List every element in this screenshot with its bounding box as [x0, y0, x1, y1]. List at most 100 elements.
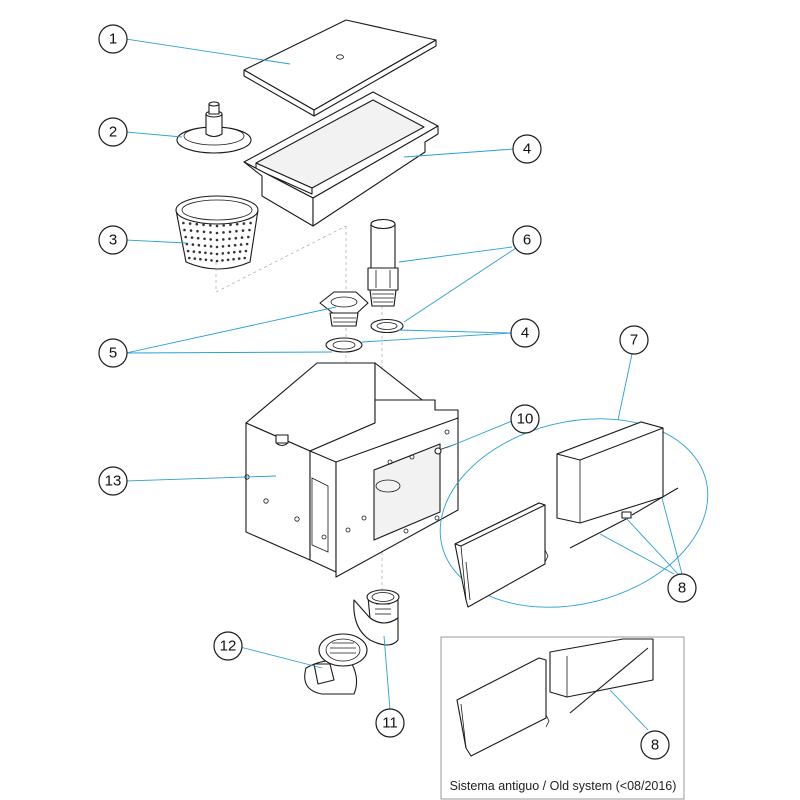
mesh-hole [196, 229, 199, 233]
mesh-hole [215, 224, 219, 228]
mesh-hole [235, 229, 238, 233]
mesh-hole [196, 236, 200, 240]
mesh-hole [188, 256, 191, 260]
mesh-hole [199, 257, 202, 261]
mesh-hole [215, 231, 219, 235]
inset-caption: Sistema antiguo / Old system (<08/2016) [450, 779, 677, 793]
mesh-hole [228, 230, 232, 234]
part-11-fitting [353, 589, 400, 646]
mesh-hole [184, 235, 187, 239]
mesh-hole [248, 228, 251, 232]
callout-6: 6 [512, 225, 542, 255]
inset-old-system [440, 636, 685, 800]
mesh-hole [229, 223, 232, 227]
mesh-hole [215, 245, 219, 249]
mesh-hole [249, 221, 252, 225]
mesh-hole [198, 250, 201, 254]
mesh-hole [243, 256, 246, 260]
callout-4-frame-label: 4 [523, 141, 531, 158]
callout-4-gasket: 4 [510, 318, 540, 348]
mesh-hole [209, 238, 212, 241]
mesh-hole [210, 259, 213, 262]
mesh-hole [226, 258, 230, 262]
mesh-hole [215, 238, 219, 242]
mesh-hole [209, 224, 212, 227]
mesh-hole [227, 244, 231, 248]
mesh-hole [222, 238, 225, 241]
callout-11-label: 11 [382, 715, 398, 732]
mesh-hole [245, 242, 249, 246]
callout-8-old: 8 [640, 730, 670, 760]
mesh-hole [242, 222, 246, 225]
mesh-hole [244, 249, 248, 253]
callout-5-label: 5 [109, 345, 117, 362]
mesh-hole [235, 222, 239, 226]
mesh-hole [247, 235, 250, 239]
mesh-hole [233, 250, 236, 254]
callout-7-label: 7 [630, 332, 638, 349]
basket-mesh [182, 221, 252, 263]
mesh-hole [209, 231, 212, 234]
mesh-hole [237, 257, 241, 260]
mesh-hole [228, 237, 231, 241]
mesh-hole [189, 229, 193, 232]
mesh-hole [188, 222, 192, 225]
mesh-hole [233, 243, 237, 247]
part-12-elbow [304, 633, 368, 695]
callout-12-label: 12 [220, 638, 237, 655]
mesh-hole [197, 243, 201, 247]
callout-3: 3 [98, 225, 128, 255]
mesh-hole [203, 244, 207, 248]
callout-11: 11 [375, 708, 405, 738]
callout-8-label: 8 [678, 580, 686, 597]
mesh-hole [209, 252, 213, 255]
part-4-gaskets [325, 318, 404, 353]
callout-4-frame: 4 [512, 134, 542, 164]
callout-5: 5 [98, 338, 128, 368]
mesh-hole [215, 259, 219, 263]
callout-2-label: 2 [109, 124, 117, 141]
part-1-lid [243, 19, 437, 117]
mesh-hole [227, 251, 230, 255]
mesh-hole [234, 236, 238, 240]
callout-13: 13 [98, 466, 128, 496]
part-4-frame [243, 91, 439, 227]
mesh-hole [204, 251, 207, 255]
callout-13-label: 13 [105, 473, 122, 490]
mesh-hole [202, 223, 205, 227]
mesh-hole [202, 230, 206, 234]
part-3-strainer-basket [175, 195, 259, 270]
mesh-hole [204, 258, 208, 262]
mesh-hole [191, 243, 195, 246]
callout-1: 1 [98, 24, 128, 54]
mesh-hole [239, 243, 243, 246]
part-5-nut [319, 291, 369, 327]
callout-8-old-label: 8 [651, 737, 659, 754]
mesh-hole [215, 252, 219, 256]
callout-3-label: 3 [109, 232, 117, 249]
mesh-hole [193, 257, 197, 260]
mesh-hole [221, 245, 225, 248]
mesh-hole [241, 229, 245, 232]
mesh-hole [222, 231, 225, 234]
mesh-hole [238, 250, 242, 253]
mesh-hole [209, 245, 213, 248]
callout-1-label: 1 [109, 31, 117, 48]
leader-lines [125, 38, 683, 711]
mesh-hole [195, 222, 199, 226]
mesh-hole [222, 224, 225, 227]
mesh-hole [232, 257, 235, 261]
callout-12: 12 [213, 631, 243, 661]
callout-7: 7 [619, 325, 649, 355]
callout-8: 8 [667, 573, 697, 603]
part-2-basket-cover [176, 101, 252, 154]
mesh-hole [190, 236, 194, 239]
mesh-hole [183, 228, 186, 232]
callout-2: 2 [98, 117, 128, 147]
part-13-skimmer-body [244, 362, 459, 578]
part-6-pipe [367, 218, 399, 307]
mesh-hole [221, 252, 225, 255]
callout-4-gasket-label: 4 [521, 325, 529, 342]
